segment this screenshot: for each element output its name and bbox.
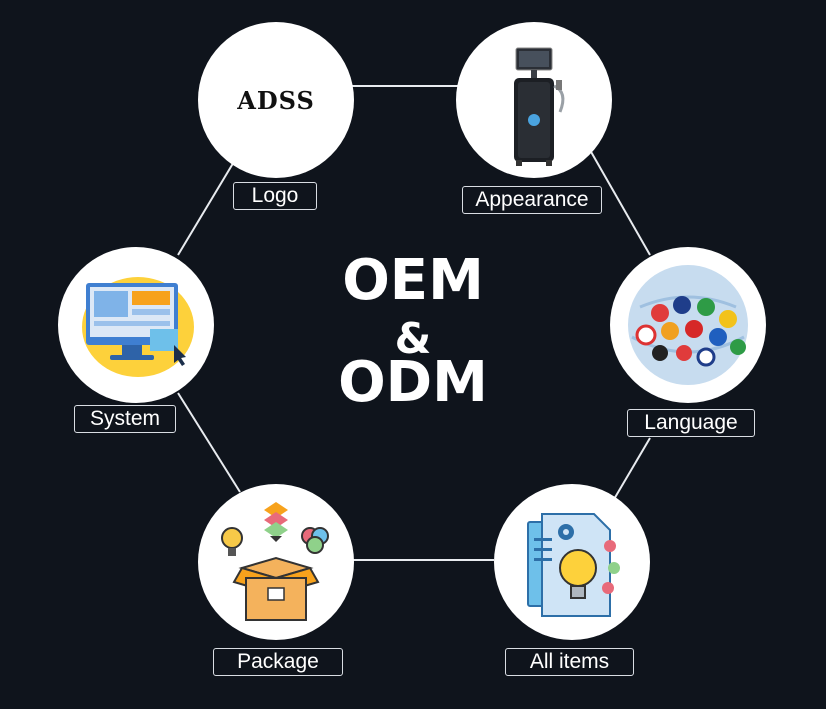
label-system: System <box>74 405 176 433</box>
label-language: Language <box>627 409 755 437</box>
connector-package-system <box>177 392 241 493</box>
label-logo: Logo <box>233 182 317 210</box>
connector-system-logo <box>177 159 236 256</box>
node-package <box>198 484 354 640</box>
label-appearance: Appearance <box>462 186 602 214</box>
monitor-icon <box>82 277 194 377</box>
connector-appearance-language <box>589 149 651 256</box>
idea-document-icon <box>527 513 620 617</box>
label-all-items: All items <box>505 648 634 676</box>
brand-logo-text: ADSS <box>237 85 315 115</box>
globe-flags-icon <box>628 265 748 385</box>
node-logo: ADSS <box>198 22 354 178</box>
title-ampersand: & <box>394 314 432 363</box>
node-appearance <box>456 22 612 178</box>
node-system <box>58 247 214 403</box>
node-language <box>610 247 766 403</box>
node-all-items <box>494 484 650 640</box>
title-oem: OEM <box>342 248 484 313</box>
package-icon <box>221 502 329 621</box>
title-odm: ODM <box>338 350 488 415</box>
machine-icon <box>514 47 565 166</box>
label-package: Package <box>213 648 343 676</box>
